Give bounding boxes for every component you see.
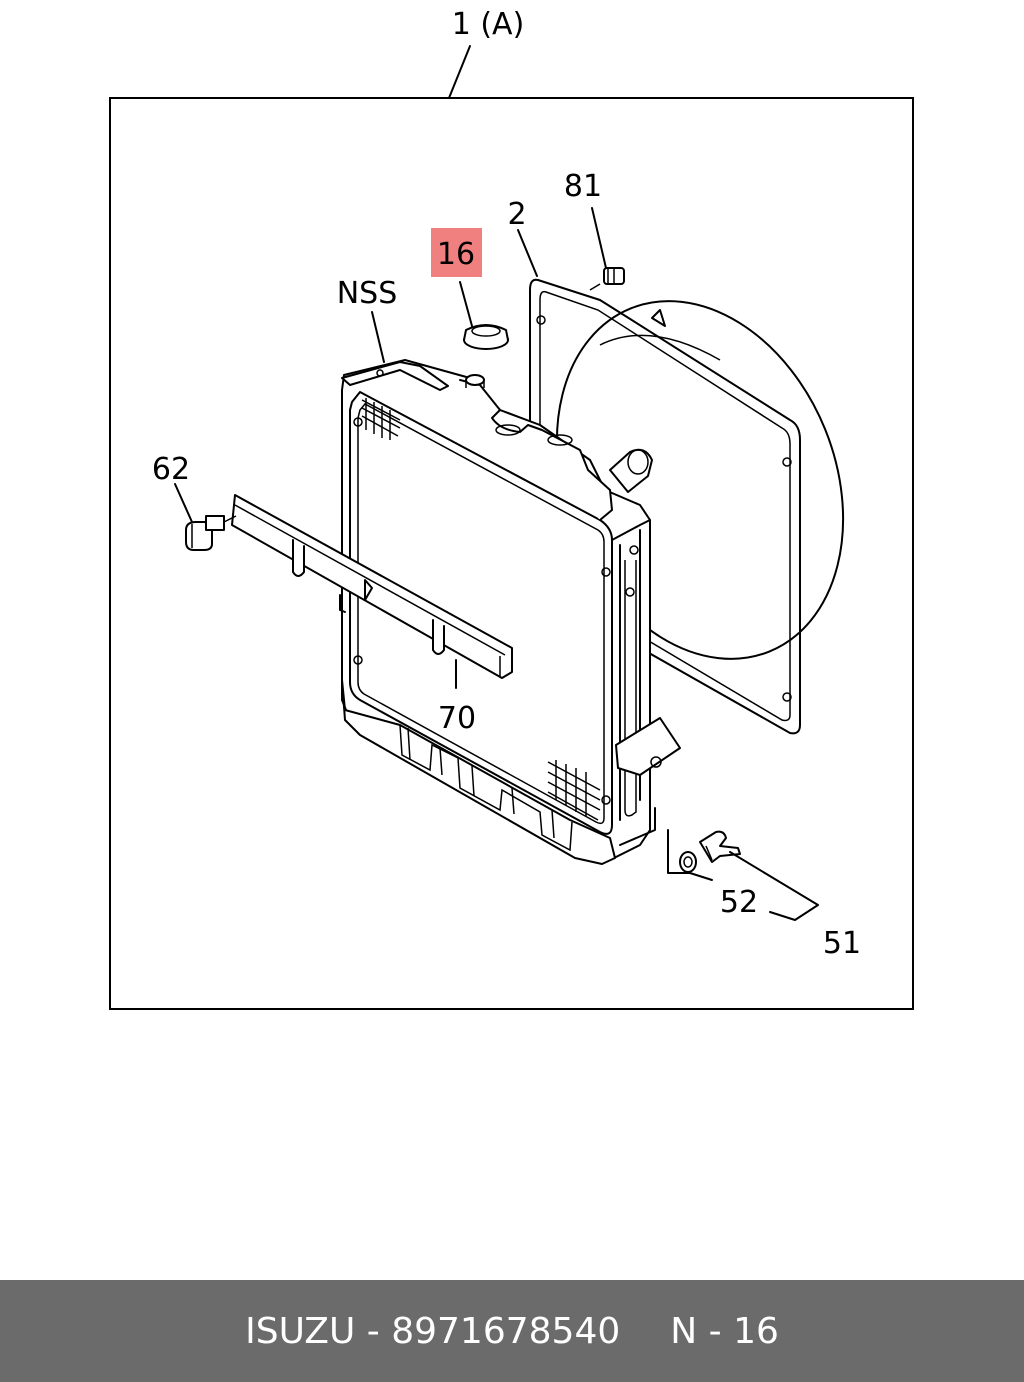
footer-bar: ISUZU - 8971678540 N - 16 bbox=[0, 1280, 1024, 1382]
leader-nss bbox=[371, 311, 385, 363]
callout-70: 70 bbox=[438, 701, 476, 736]
assembly-frame bbox=[109, 97, 914, 1010]
fins-top-left bbox=[361, 398, 401, 440]
bolt-62 bbox=[185, 515, 237, 551]
callout-assembly: 1 (A) bbox=[452, 7, 525, 42]
callout-16: 16 bbox=[437, 237, 475, 272]
radiator bbox=[341, 359, 681, 865]
footer-ref: N - 16 bbox=[670, 1310, 779, 1352]
footer-part-number: 8971678540 bbox=[391, 1310, 621, 1352]
callout-81: 81 bbox=[564, 169, 602, 204]
fan-shroud bbox=[529, 278, 845, 735]
leader-16 bbox=[459, 281, 473, 327]
callout-62: 62 bbox=[152, 452, 190, 487]
callout-2: 2 bbox=[507, 197, 526, 232]
leader-assembly bbox=[448, 45, 471, 99]
leader-62 bbox=[174, 483, 193, 523]
bolt-81 bbox=[589, 267, 625, 291]
radiator-cap bbox=[463, 324, 509, 388]
leader-52 bbox=[667, 829, 713, 881]
callout-52: 52 bbox=[720, 885, 758, 920]
stay-bar bbox=[231, 494, 513, 679]
fins-bottom-right bbox=[547, 760, 601, 821]
footer-brand: ISUZU bbox=[245, 1310, 356, 1352]
callout-51: 51 bbox=[823, 926, 861, 961]
leader-81 bbox=[591, 207, 607, 269]
leader-51 bbox=[729, 851, 819, 921]
parts-diagram: 1 (A) bbox=[109, 7, 914, 1010]
callout-16-highlight bbox=[431, 228, 482, 277]
footer-separator: - bbox=[366, 1310, 380, 1352]
leader-2 bbox=[517, 229, 538, 277]
callout-nss: NSS bbox=[337, 276, 398, 311]
